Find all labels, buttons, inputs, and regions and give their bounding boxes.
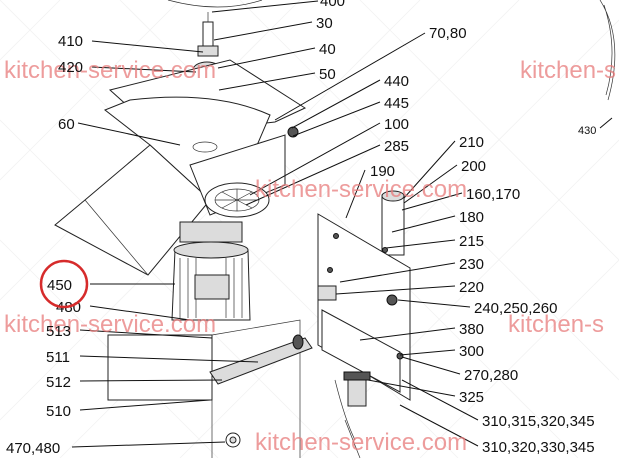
callout-215[interactable]: 215 (459, 233, 484, 250)
callout-180[interactable]: 180 (459, 209, 484, 226)
housing (107, 334, 213, 401)
callout-70-80[interactable]: 70,80 (429, 25, 467, 42)
callout-50[interactable]: 50 (319, 66, 336, 83)
side-drum (599, 0, 616, 101)
microswitch (317, 285, 337, 301)
callout-210[interactable]: 210 (459, 134, 484, 151)
motor-cap (173, 241, 249, 259)
leader-lines (71, 0, 613, 448)
callout-190[interactable]: 190 (370, 163, 395, 180)
callout-410[interactable]: 410 (58, 33, 83, 50)
callout-240-250-260[interactable]: 240,250,260 (474, 300, 557, 317)
callout-200[interactable]: 200 (461, 158, 486, 175)
callout-285[interactable]: 285 (384, 138, 409, 155)
callout-400[interactable]: 400 (320, 0, 345, 10)
callout-270-280[interactable]: 270,280 (464, 367, 518, 384)
callout-160-170[interactable]: 160,170 (466, 186, 520, 203)
callout-220[interactable]: 220 (459, 279, 484, 296)
shaft-collar (197, 45, 219, 57)
watermark-top-left: kitchen-service.com (4, 57, 216, 84)
callout-450[interactable]: 450 (47, 277, 72, 294)
chute (54, 144, 211, 276)
machine-drawing (54, 0, 616, 458)
callout-60[interactable]: 60 (58, 116, 75, 133)
callout-510[interactable]: 510 (46, 403, 71, 420)
callout-430[interactable]: 430 (578, 125, 596, 137)
callout-labels: 400 30 410 40 420 50 70,80 440 445 60 10… (6, 0, 596, 457)
callout-310-315-320-345[interactable]: 310,315,320,345 (482, 413, 595, 430)
motor-flange (179, 221, 243, 243)
callout-100[interactable]: 100 (384, 116, 409, 133)
shaft-top (202, 21, 214, 49)
callout-310-320-330-345[interactable]: 310,320,330,345 (482, 439, 595, 456)
highlight-circle (39, 259, 89, 309)
column-cap (381, 190, 405, 202)
callout-30[interactable]: 30 (316, 15, 333, 32)
watermark-mid-left: kitchen-service.com (4, 311, 216, 338)
callout-380[interactable]: 380 (459, 321, 484, 338)
watermarks: kitchen-service.com kitchen-s kitchen-se… (4, 57, 616, 456)
watermark-bottom: kitchen-service.com (255, 429, 467, 456)
callout-230[interactable]: 230 (459, 256, 484, 273)
callout-512[interactable]: 512 (46, 374, 71, 391)
callout-325[interactable]: 325 (459, 389, 484, 406)
callout-513[interactable]: 513 (46, 323, 71, 340)
hopper-hole (192, 141, 218, 153)
callout-40[interactable]: 40 (319, 41, 336, 58)
drum-arc (167, 0, 263, 8)
callout-300[interactable]: 300 (459, 343, 484, 360)
watermark-mid-right: kitchen-s (508, 311, 604, 338)
callout-420[interactable]: 420 (58, 59, 83, 76)
watermark-top-right: kitchen-s (520, 57, 616, 84)
motor-plate (194, 274, 230, 300)
callout-470-480[interactable]: 470,480 (6, 440, 60, 457)
watermark-center: kitchen-service.com (255, 176, 467, 203)
callout-440[interactable]: 440 (384, 73, 409, 90)
callout-445[interactable]: 445 (384, 95, 409, 112)
callout-511[interactable]: 511 (46, 349, 70, 366)
board-nut (386, 294, 398, 306)
shaft-end (292, 334, 304, 350)
